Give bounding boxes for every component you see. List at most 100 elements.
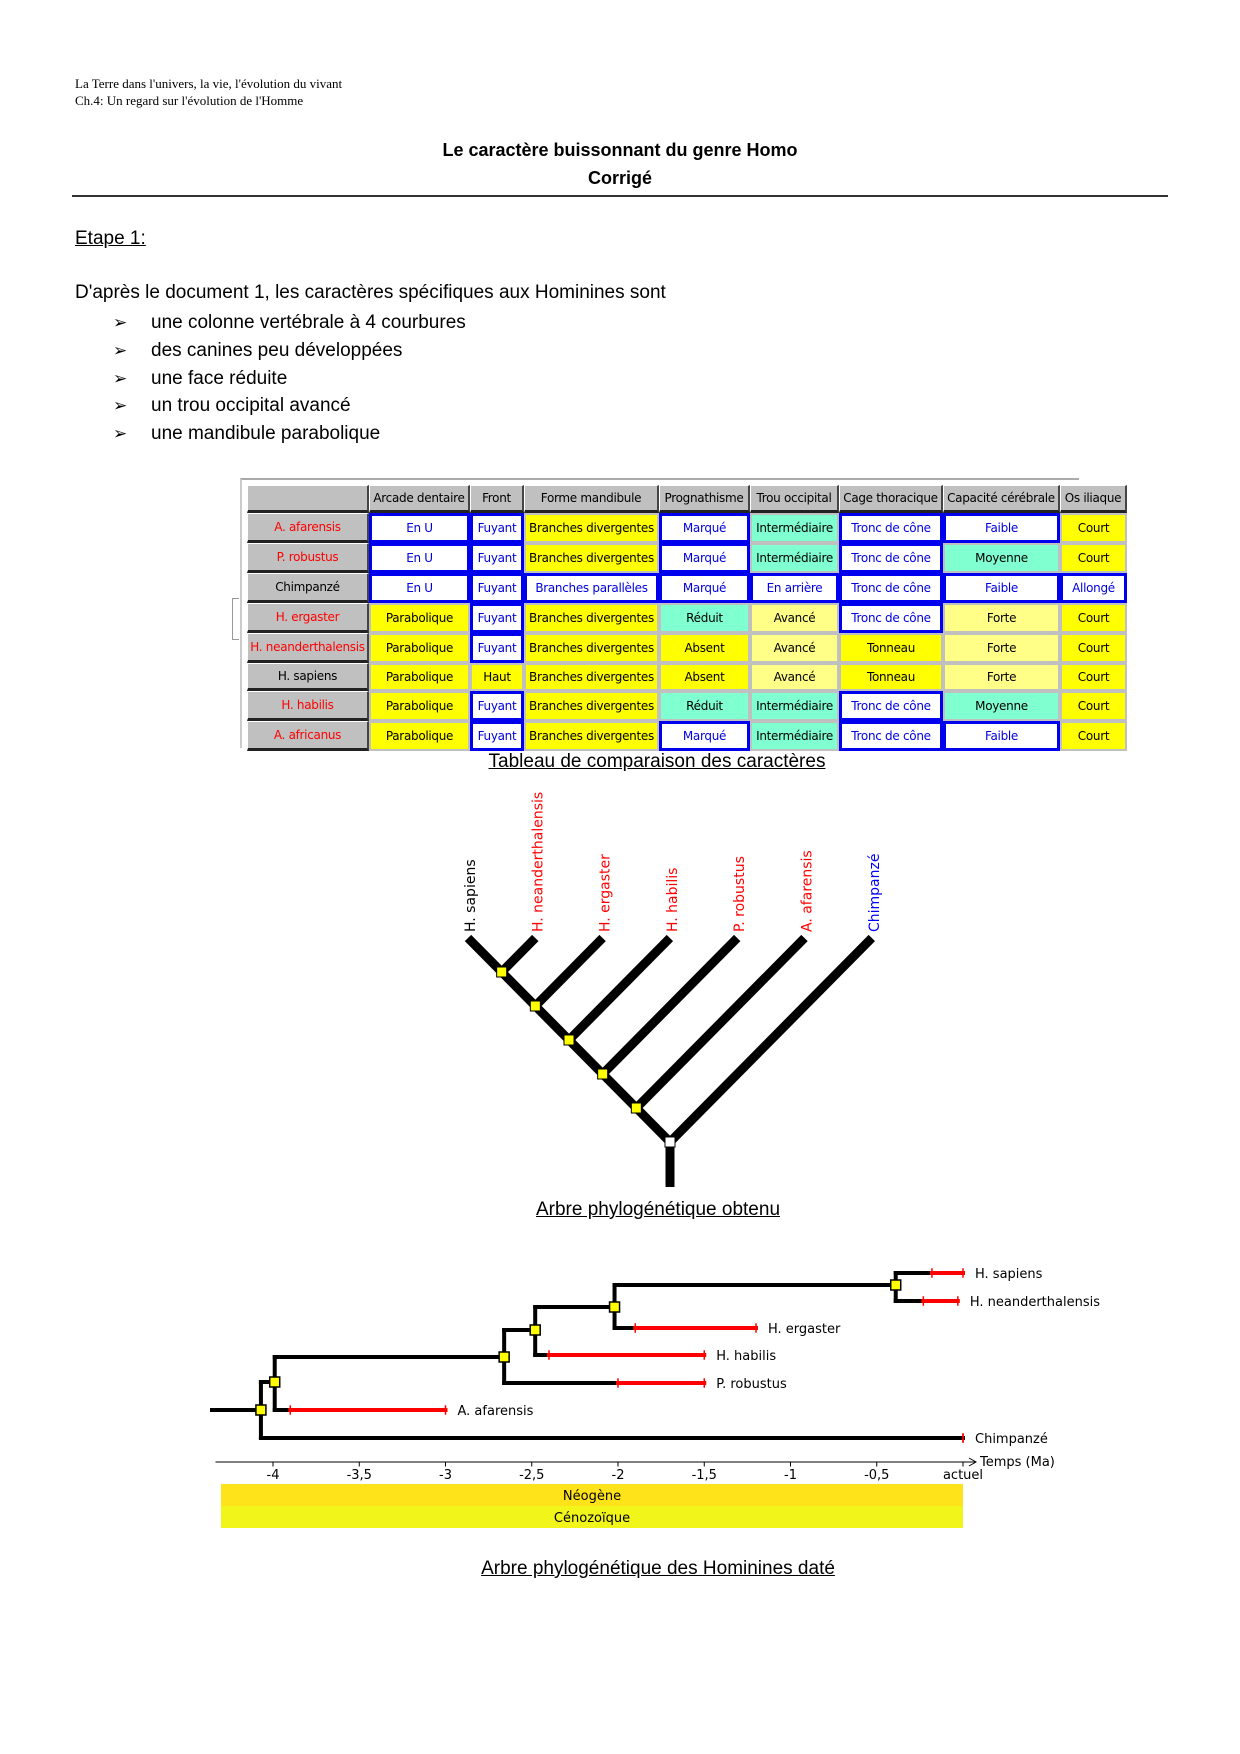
geologic-band-label: Néogène: [563, 1489, 621, 1504]
list-item: ➢ un trou occipital avancé: [113, 392, 466, 420]
list-item: ➢des canines peu développées: [113, 337, 466, 365]
axis-tick-label: actuel: [943, 1468, 983, 1483]
row-header-species[interactable]: H. sapiens: [247, 663, 369, 691]
axis-label: Temps (Ma): [979, 1455, 1055, 1470]
arrow-bullet-icon: ➢: [113, 424, 128, 444]
dated-tree-node: [889, 1279, 902, 1291]
table-cell: Réduit: [659, 691, 750, 721]
table-cell: Forte: [943, 633, 1060, 663]
arrow-bullet-icon: ➢: [113, 313, 128, 332]
geologic-band: [221, 1484, 963, 1506]
axis-tick-label: -2: [612, 1468, 625, 1483]
table-cell: Parabolique: [369, 663, 470, 691]
table-cell: Court: [1060, 603, 1127, 633]
dated-taxon-label: Chimpanzé: [975, 1432, 1048, 1447]
table-cell: Branches divergentes: [524, 603, 659, 633]
row-header-species[interactable]: A. africanus: [247, 721, 369, 751]
geologic-band-label: Cénozoïque: [554, 1511, 630, 1526]
list-item-text: un trou occipital avancé: [151, 395, 351, 417]
dated-tree-node: [608, 1301, 621, 1313]
table-cell: Tronc de cône: [839, 603, 943, 633]
header-line-1: La Terre dans l'univers, la vie, l'évolu…: [75, 76, 343, 91]
table-cell: Court: [1060, 513, 1127, 543]
table-cell: Marqué: [659, 721, 750, 751]
row-header-species[interactable]: H. habilis: [247, 691, 369, 721]
list-item-text: une face réduite: [151, 367, 288, 389]
table-cell: Branches divergentes: [524, 721, 659, 751]
dated-tree-node: [498, 1351, 510, 1363]
cladogram-node: [563, 1034, 575, 1046]
axis-tick-label: -4: [267, 1468, 280, 1483]
cladogram-node: [529, 1000, 541, 1012]
table-cell: En U: [369, 543, 470, 573]
table-cell: Intermédiaire: [750, 721, 839, 751]
table-cell: Court: [1060, 691, 1127, 721]
table-cell: Haut: [470, 663, 524, 691]
title-rule: [72, 195, 1168, 197]
header-corner[interactable]: [247, 485, 369, 513]
cladogram-taxon-label: H. habilis: [665, 868, 681, 932]
column-header[interactable]: Front: [470, 485, 524, 513]
table-cell: Avancé: [750, 633, 839, 663]
axis-tick-label: -2,5: [519, 1468, 544, 1483]
table-cell: Fuyant: [470, 513, 524, 543]
row-header-species[interactable]: H. ergaster: [247, 603, 369, 633]
table-cell: Court: [1060, 721, 1127, 751]
table-frame: [232, 478, 1079, 748]
column-header[interactable]: Arcade dentaire: [369, 485, 470, 513]
cladogram-taxon-label: H. neanderthalensis: [530, 792, 546, 932]
table-cell: Branches divergentes: [524, 633, 659, 663]
table-cell: Réduit: [659, 603, 750, 633]
column-header[interactable]: Cage thoracique: [839, 485, 943, 513]
table-caption: Tableau de comparaison des caractères: [488, 751, 826, 772]
table-cell: Fuyant: [470, 691, 524, 721]
table-cell: Forte: [943, 663, 1060, 691]
table-cell: Faible: [943, 573, 1060, 603]
table-cell: Tonneau: [839, 633, 943, 663]
list-item-text: des canines peu développées: [151, 339, 403, 361]
table-cell: Fuyant: [470, 573, 524, 603]
list-item: ➢une face réduite: [113, 365, 466, 393]
cladogram-taxon-label: H. ergaster: [598, 854, 614, 932]
column-header[interactable]: Forme mandibule: [524, 485, 659, 513]
arrow-bullet-icon: ➢: [113, 396, 128, 416]
dated-taxon-label: A. afarensis: [458, 1404, 534, 1419]
table-cell: Forte: [943, 603, 1060, 633]
row-header-species[interactable]: P. robustus: [247, 543, 369, 573]
column-header[interactable]: Prognathisme: [659, 485, 750, 513]
row-header-species[interactable]: H. neanderthalensis: [247, 633, 369, 663]
table-cell: Parabolique: [369, 633, 470, 663]
geologic-band: [221, 1506, 963, 1528]
column-header[interactable]: Os iliaque: [1060, 485, 1127, 513]
cladogram-node: [496, 966, 508, 978]
table-cell: Intermédiaire: [750, 543, 839, 573]
cladogram-taxon-label: P. robustus: [732, 856, 748, 932]
table-cell: Fuyant: [470, 633, 524, 663]
table-cell: Parabolique: [369, 691, 470, 721]
table-cell: Branches divergentes: [524, 663, 659, 691]
table-cell: Tronc de cône: [839, 691, 943, 721]
cladogram-node: [597, 1068, 609, 1080]
row-header-species[interactable]: A. afarensis: [247, 513, 369, 543]
column-header[interactable]: Trou occipital: [750, 485, 839, 513]
row-header-species[interactable]: Chimpanzé: [247, 573, 369, 603]
table-cell: Court: [1060, 663, 1127, 691]
table-cell: Branches divergentes: [524, 543, 659, 573]
column-header[interactable]: Capacité cérébrale: [943, 485, 1060, 513]
cladogram-taxon-label: A. afarensis: [800, 850, 816, 932]
table-cell: Court: [1060, 543, 1127, 573]
cladogram-branch: [633, 934, 808, 1112]
cladogram-caption: Arbre phylogénétique obtenu: [535, 1199, 781, 1220]
table-cell: Moyenne: [943, 691, 1060, 721]
dated-tree-caption: Arbre phylogénétique des Hominines daté: [481, 1558, 835, 1579]
axis-tick-label: -3,5: [347, 1468, 372, 1483]
header-line-2: Ch.4: Un regard sur l'évolution de l'Hom…: [75, 93, 304, 108]
